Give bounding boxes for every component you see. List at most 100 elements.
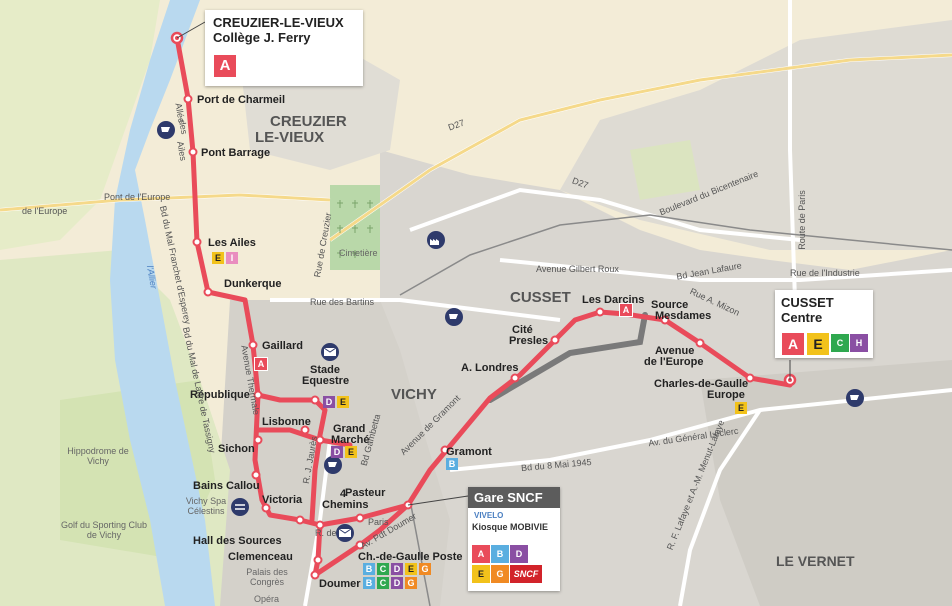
stop-clemenceau[interactable] <box>313 555 323 565</box>
cart-icon <box>157 121 175 139</box>
line-d-badge: D <box>391 563 403 575</box>
stop-republique[interactable] <box>253 390 263 400</box>
label-grand: Grand <box>333 423 366 435</box>
line-b-badge: B <box>446 458 458 470</box>
label-dunkerque: Dunkerque <box>224 278 282 290</box>
stop-pont-barrage[interactable] <box>188 147 198 157</box>
terminus-north-box[interactable]: CREUZIER-LE-VIEUX Collège J. Ferry A <box>205 10 363 86</box>
stop-a-londres[interactable] <box>510 373 520 383</box>
stop-dunkerque[interactable] <box>203 287 213 297</box>
place-palais: Palais des Congrès <box>246 567 288 587</box>
cart-icon <box>445 308 463 326</box>
label-port-de-charmeil: Port de Charmeil <box>197 94 286 106</box>
street-industrie: Rue de l'Industrie <box>790 268 860 278</box>
label-sichon: Sichon <box>218 443 255 455</box>
gare-sncf-box[interactable]: Gare SNCF VIVELO Kiosque MOBIVIE A B D E… <box>468 487 560 591</box>
river-allier <box>110 0 215 606</box>
street-route-de-paris: Route de Paris <box>796 190 807 250</box>
line-e-badge: E <box>806 332 830 356</box>
place-hippodrome: Hippodrome de Vichy <box>67 446 129 466</box>
cemetery-crosses <box>337 200 373 258</box>
line-a-badge: A <box>781 332 805 356</box>
stop-doumer[interactable] <box>310 570 320 580</box>
label-clemenceau: Clemenceau <box>228 551 293 563</box>
stop-charles-de-gaulle-europe[interactable] <box>745 373 755 383</box>
label-chemins: Chemins <box>322 499 369 511</box>
stop-port-de-charmeil[interactable] <box>183 94 193 104</box>
terminus-north-name: CREUZIER-LE-VIEUX <box>213 15 344 30</box>
label-mesdames: Mesdames <box>655 310 712 322</box>
terminus-east-box[interactable]: CUSSET Centre A E C H <box>775 290 873 358</box>
line-e-badge: E <box>735 402 747 414</box>
label-a-londres: A. Londres <box>461 362 519 374</box>
label-hall-des-sources: Hall des Sources <box>193 535 282 547</box>
stop-4-chemins[interactable] <box>315 520 325 530</box>
district-creuzier: CREUZIER <box>270 113 347 130</box>
line-a-marker: A <box>254 357 268 371</box>
label-equestre: Equestre <box>302 375 350 387</box>
stop-grand-marche[interactable] <box>315 435 325 445</box>
stop-gramont[interactable] <box>440 445 450 455</box>
stop-source-mesdames[interactable] <box>660 315 670 325</box>
line-g-badge: G <box>405 577 417 589</box>
factory-icon <box>427 231 445 249</box>
label-marche: Marché <box>331 434 370 446</box>
post-office-icon <box>321 343 339 361</box>
line-a-badge: A <box>213 54 237 78</box>
stop-les-darcins[interactable] <box>595 307 605 317</box>
sncf-logo: SNCF <box>510 565 542 583</box>
line-c-badge: C <box>377 563 389 575</box>
post-office-icon <box>336 524 354 542</box>
label-avenue: Avenue <box>655 345 695 357</box>
stop-pasteur[interactable] <box>355 513 365 523</box>
street-paris: Paris <box>368 517 389 527</box>
line-e-badge: E <box>472 565 490 583</box>
line-g-badge: G <box>419 563 431 575</box>
label-republique: République <box>190 389 250 401</box>
label-les-ailes: Les Ailes <box>208 237 256 249</box>
terminus-north-stop: Collège J. Ferry <box>213 30 311 45</box>
line-h-badge: H <box>850 334 868 352</box>
label-ch-de-gaulle-poste: Ch.-de-Gaulle Poste <box>358 551 463 563</box>
line-e-badge: E <box>212 252 224 264</box>
stop-victoria[interactable] <box>261 503 271 513</box>
street-r-de: R. de <box>315 528 337 538</box>
stop-gaillard[interactable] <box>248 340 258 350</box>
stop-ch-de-gaulle-poste[interactable] <box>355 540 365 550</box>
label-4: 4 <box>340 488 347 500</box>
street-pont-de-l-europe: Pont de l'Europe <box>104 192 171 202</box>
line-i-badge: I <box>226 252 238 264</box>
label-lisbonne: Lisbonne <box>262 416 311 428</box>
place-golf: Golf du Sporting Club de Vichy <box>60 520 148 540</box>
line-a-marker: A <box>619 303 633 317</box>
vivelo-logo: VIVELO <box>474 511 504 520</box>
stop-bains-callou[interactable] <box>251 470 261 480</box>
district-cusset: CUSSET <box>510 289 571 306</box>
cart-icon <box>324 456 342 474</box>
street-de-l-europe: de l'Europe <box>22 206 68 216</box>
stop-lisbonne[interactable] <box>300 425 310 435</box>
street-gilbert-roux: Avenue Gilbert Roux <box>536 264 619 274</box>
cart-icon <box>846 389 864 407</box>
place-vichy-spa: Vichy Spa Célestins <box>185 496 227 516</box>
terminus-east-name: CUSSET <box>781 295 834 310</box>
stop-hall-des-sources[interactable] <box>295 515 305 525</box>
stop-cite-presles[interactable] <box>550 335 560 345</box>
stop-stade-equestre[interactable] <box>310 395 320 405</box>
label-gramont: Gramont <box>446 446 492 458</box>
label-source: Source <box>651 299 689 311</box>
line-e-badge: E <box>405 563 417 575</box>
place-cimetiere: Cimetière <box>339 248 378 258</box>
street-bartins: Rue des Bartins <box>310 297 375 307</box>
line-e-badge: E <box>337 396 349 408</box>
stop-avenue-de-l-europe[interactable] <box>695 338 705 348</box>
stop-les-ailes[interactable] <box>192 237 202 247</box>
gare-title: Gare SNCF <box>468 487 560 508</box>
stop-sichon[interactable] <box>253 435 263 445</box>
label-charles-de-gaulle: Charles-de-Gaulle <box>654 378 749 390</box>
line-b-badge: B <box>491 545 509 563</box>
line-c-badge: C <box>831 334 849 352</box>
line-c-badge: C <box>377 577 389 589</box>
